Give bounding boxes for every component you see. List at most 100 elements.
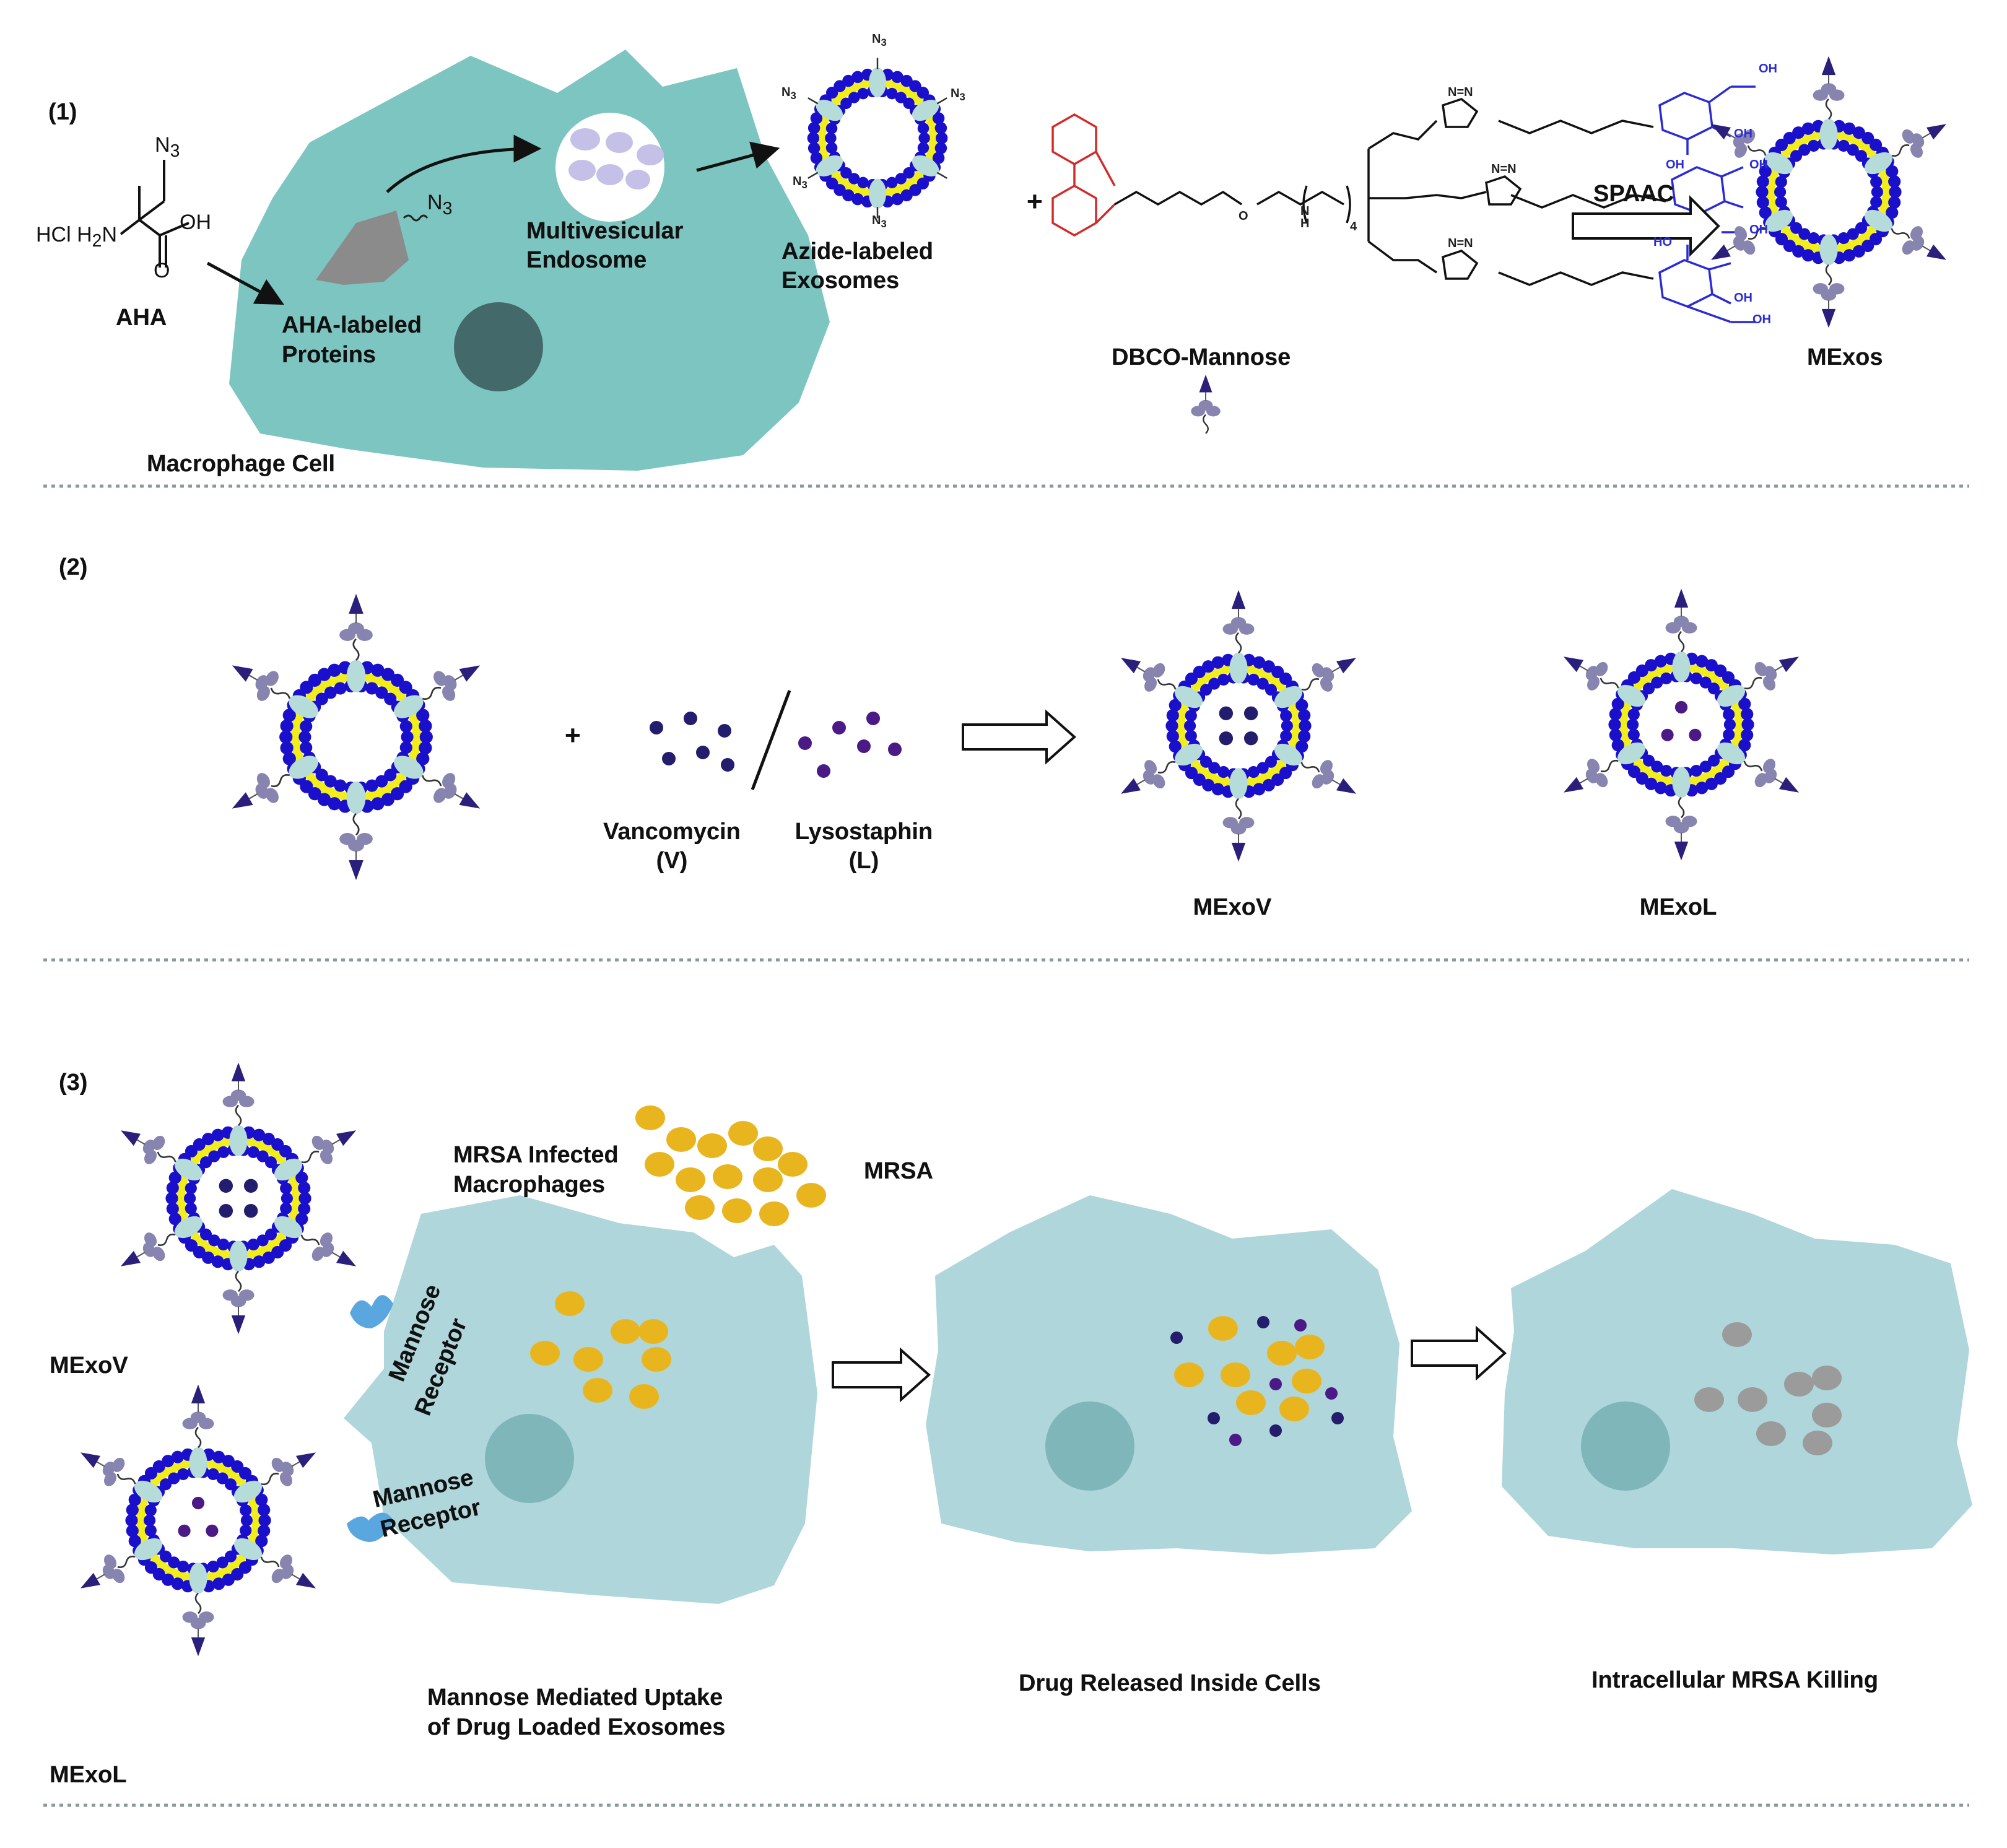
mexo-panel2-empty-outer-head	[371, 797, 385, 811]
mrsa-bacterium	[753, 1167, 783, 1192]
mexos-exosome-mannose-ligand-sugar-left	[1743, 240, 1756, 255]
azide-exosome-outer-head	[851, 71, 864, 84]
mexol-panel3-mannose-ligand-linker	[117, 1555, 136, 1568]
azide-exosome-membrane-protein	[912, 100, 939, 121]
n3-tag-bottom-sub: 3	[881, 218, 887, 230]
mexol-panel3-mannose-ligand-stem	[291, 1460, 301, 1467]
mexov-panel2-outer-head	[1169, 740, 1182, 753]
mexov-panel2-inner-head	[1247, 673, 1260, 686]
mexol-panel2-inner-head	[1660, 672, 1673, 685]
mexol-panel3-outer-head	[258, 1524, 271, 1537]
mrsa-in-release-cell	[1236, 1390, 1266, 1415]
mexol-panel3-mannose-ligand-arrowhead	[191, 1637, 206, 1657]
mexol-panel3-inner-head	[216, 1472, 229, 1484]
mexol-panel3-outer-head	[222, 1573, 235, 1586]
mexos-exosome-mannose-ligand-arrowhead	[1710, 124, 1731, 140]
mexol-panel2-mannose-ligand	[1744, 656, 1800, 691]
mexo-panel2-empty-outer-head	[419, 730, 433, 744]
mexov-panel2-outer-head	[1166, 709, 1179, 722]
dbco-mannose-legend-ligand-linker	[1203, 414, 1209, 434]
mexo-panel2-empty-mannose-ligand-linker	[422, 686, 442, 700]
mrsa-bacterium	[713, 1164, 742, 1189]
mexos-exosome-inner-head	[1790, 222, 1803, 234]
azide-exosome-inner-head	[825, 142, 838, 154]
panel-label-1: (1)	[48, 99, 77, 125]
intracellular-mrsa	[629, 1384, 659, 1409]
mexol-panel2-mannose-ligand-linker	[1743, 761, 1763, 772]
mexo-panel2-empty-mannose-ligand-stem	[454, 793, 464, 800]
chem-triazole-1: N=N	[1448, 85, 1473, 99]
mexo-panel2-empty-inner-head	[315, 769, 328, 782]
mexov-panel3-inner-head	[185, 1202, 197, 1214]
mexov-panel3-mannose-ligand-arrowhead	[231, 1315, 246, 1335]
mexo-panel2-empty-mannose-ligand-arrowhead	[349, 860, 364, 881]
mexol-panel3-lysostaphin	[178, 1524, 191, 1537]
mexov-panel2-outer-head	[1202, 660, 1215, 673]
mexol-panel3-mannose-ligand-stem	[95, 1460, 105, 1467]
mexov-panel2-mannose-ligand-sugar-left	[1152, 774, 1165, 789]
mexov-panel3-inner-head	[199, 1156, 212, 1169]
mexol-panel2-outer-head	[1608, 718, 1621, 731]
mexol-panel3-inner-head	[168, 1472, 180, 1484]
mexos-exosome-mannose-ligand-sugar-top	[1821, 83, 1837, 95]
mexos-exosome-mannose-ligand-arrowhead	[1926, 124, 1947, 140]
arrow-endosome-to-exosome	[696, 141, 780, 172]
mexol-panel2-outer-head	[1705, 777, 1718, 790]
mexov-panel3-mannose-ligand-arrowhead	[120, 1250, 141, 1266]
mexol-panel2-mannose-ligand-linker	[1600, 759, 1619, 772]
mexo-panel2-empty-mannose-ligand	[339, 813, 373, 881]
mexol-panel3-inner-head	[144, 1514, 156, 1527]
mrsa-bacterium	[796, 1183, 826, 1208]
mexov-panel2-mannose-ligand-sugar-right	[1152, 663, 1165, 678]
mexos-exosome-membrane-protein	[1864, 209, 1893, 232]
protein-n3-letter: N	[427, 191, 443, 214]
mexol-panel2-lysostaphin	[1689, 728, 1702, 741]
chem-oh-6: OH	[1752, 313, 1771, 326]
mexo-panel2-empty-mannose-ligand-stem	[248, 674, 258, 681]
mexo-panel2-empty-outer-head	[282, 752, 296, 765]
mexol-panel3-outer-head	[171, 1450, 184, 1463]
mexol-panel3-mannose-ligand-sugar-top	[281, 1564, 294, 1579]
mexol-panel2-mannose-ligand	[1563, 656, 1619, 691]
mexol-panel3-mannose-ligand-sugar-left	[271, 1457, 284, 1472]
spaac-arrow	[1572, 195, 1720, 257]
mexo-panel2-empty-mannose-ligand-sugar-top	[348, 839, 364, 852]
mexo-panel2-empty-inner-head	[384, 692, 397, 705]
intracellular-mrsa	[530, 1341, 560, 1366]
azide-exosome-outer-head	[807, 132, 820, 144]
mexov-panel2-vancomycin	[1219, 731, 1234, 746]
mexos-exosome-inner-head	[1855, 222, 1868, 234]
mexov-panel3-mannose-ligand-linker	[157, 1233, 176, 1246]
n3-tag-right: N3	[951, 87, 965, 103]
mexol-panel2-membrane-protein	[1617, 684, 1646, 707]
mexov-panel3-outer-head	[211, 1128, 224, 1141]
mexos-exosome-inner-head	[1870, 196, 1883, 208]
mexos-exosome-membrane-protein	[1864, 152, 1893, 175]
lysostaphin-label-line1: Lysostaphin	[795, 819, 933, 845]
chem-triazole-3: N=N	[1448, 237, 1473, 250]
mexo-panel2-empty-outer-head	[328, 797, 341, 811]
mexov-panel3-mannose-ligand-sugar-top	[321, 1140, 334, 1154]
released-lysostaphin	[1269, 1378, 1282, 1390]
mexov-panel2-vancomycin	[1219, 706, 1234, 721]
mexo-panel2-empty-mannose-ligand-arrowhead	[349, 593, 364, 614]
mexov-panel2-membrane-protein	[1174, 743, 1203, 766]
mexos-exosome-mannose-ligand-arrowhead	[1821, 308, 1836, 328]
mexol-panel2-mannose-ligand-sugar-right	[1754, 773, 1767, 788]
azide-exosome-inner-head	[903, 167, 915, 179]
mexol-panel2-inner-head	[1699, 676, 1712, 689]
mexol-panel3-outer-head	[128, 1493, 141, 1506]
mexo-panel2-empty-outer-head	[282, 708, 296, 722]
mexo-panel2-empty-mannose-ligand	[422, 665, 481, 701]
mexo-panel2-empty-membrane-protein	[346, 781, 366, 814]
free-lysostaphin	[888, 743, 902, 756]
mexol-panel3-inner-head	[144, 1524, 157, 1536]
mexov-panel3-mannose-ligand	[120, 1130, 176, 1164]
mexov-panel2-mannose-ligand-linker	[1157, 679, 1177, 690]
mexo-panel2-empty-outer-head	[280, 719, 294, 733]
mexol-panel2-outer-head	[1609, 728, 1622, 741]
azide-exosome-outer-head	[810, 112, 823, 124]
aha-oh: OH	[180, 211, 211, 234]
mexol-panel3-outer-head	[258, 1504, 271, 1517]
mexov-panel2-mannose-ligand-linker	[1300, 762, 1320, 773]
